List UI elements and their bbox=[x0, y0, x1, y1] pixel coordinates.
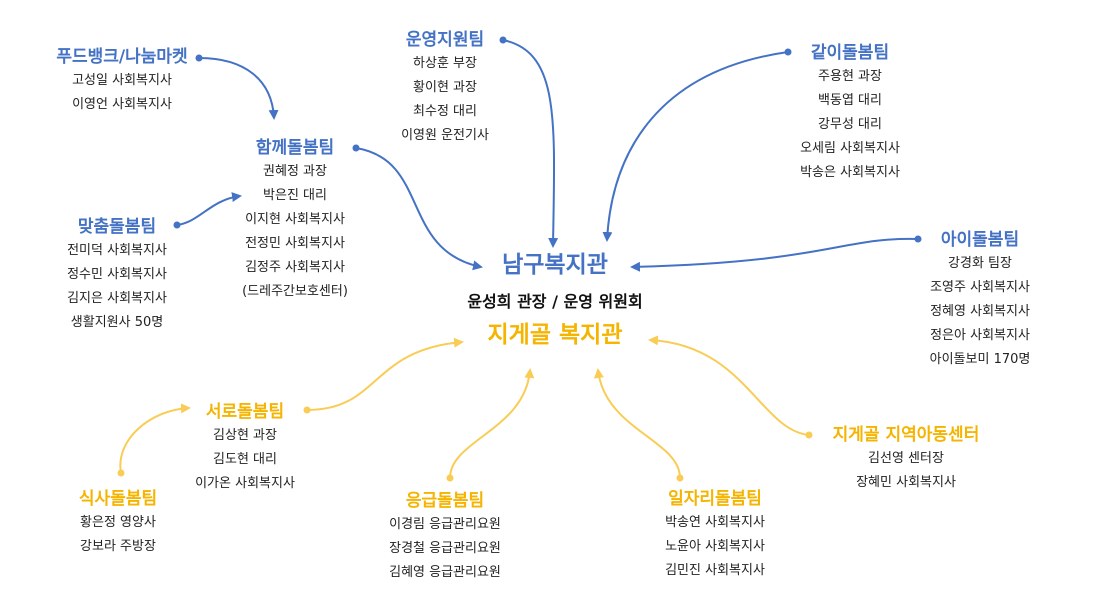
connector-start-dot bbox=[303, 406, 311, 414]
team-custom-care: 맞춤돌봄팀 전미덕 사회복지사 정수민 사회복지사 김지은 사회복지사 생활지원… bbox=[67, 215, 167, 335]
team-member: 최수정 대리 bbox=[413, 104, 477, 119]
team-member: 백동엽 대리 bbox=[818, 93, 882, 108]
team-mutual-care: 서로돌봄팀 김상현 과장 김도현 대리 이가온 사회복지사 bbox=[195, 400, 295, 496]
team-member: 강무성 대리 bbox=[818, 117, 882, 132]
team-together-care: 함께돌봄팀 권혜정 과장 박은진 대리 이지현 사회복지사 전정민 사회복지사 … bbox=[242, 136, 348, 304]
team-member: 김선영 센터장 bbox=[868, 451, 944, 466]
connector-job-care-to-center bbox=[593, 368, 681, 479]
team-member: 주용현 과장 bbox=[818, 69, 882, 84]
center-node: 남구복지관 윤성희 관장 / 운영 위원회 지게골 복지관 bbox=[467, 250, 642, 350]
team-member: 조영주 사회복지사 bbox=[930, 280, 1030, 295]
connector-start-dot bbox=[352, 144, 360, 152]
connector-mutual-care-to-center bbox=[306, 337, 464, 411]
team-member: 노윤아 사회복지사 bbox=[665, 539, 765, 554]
team-member: 장경철 응급관리요원 bbox=[389, 541, 501, 556]
connector-custom-care-to-together-care bbox=[176, 192, 242, 226]
connector-start-dot bbox=[173, 221, 181, 229]
team-title: 서로돌봄팀 bbox=[205, 402, 285, 422]
team-member: 권혜정 과장 bbox=[263, 164, 327, 179]
team-member: 이지현 사회복지사 bbox=[245, 212, 345, 227]
team-member: 강보라 주방장 bbox=[80, 539, 156, 554]
connector-start-dot bbox=[784, 48, 792, 56]
team-member: 아이돌보미 170명 bbox=[929, 352, 1031, 367]
connector-start-dot bbox=[676, 474, 684, 482]
team-member: 장혜민 사회복지사 bbox=[856, 475, 956, 490]
team-member: 하상훈 부장 bbox=[413, 56, 477, 71]
team-member: 박송연 사회복지사 bbox=[665, 515, 765, 530]
team-member: 정혜영 사회복지사 bbox=[930, 304, 1030, 319]
connector-meal-care-to-mutual-care bbox=[119, 403, 191, 474]
team-member: 정수민 사회복지사 bbox=[67, 267, 167, 282]
center-name: 남구복지관 bbox=[502, 252, 608, 278]
team-member: 고성일 사회복지사 bbox=[72, 73, 172, 88]
team-child-care: 아이돌봄팀 강경화 팀장 조영주 사회복지사 정혜영 사회복지사 정은아 사회복… bbox=[930, 228, 1031, 372]
team-member: 정은아 사회복지사 bbox=[930, 328, 1030, 343]
team-children-center: 지게골 지역아동센터 김선영 센터장 장혜민 사회복지사 bbox=[833, 423, 980, 495]
team-member: 황이현 과장 bbox=[413, 80, 477, 95]
team-member: 김상현 과장 bbox=[213, 428, 277, 443]
connector-food-bank-to-together-care bbox=[198, 57, 279, 120]
team-member: 이영원 운전기사 bbox=[401, 128, 489, 143]
connector-emergency-care-to-center bbox=[449, 368, 535, 479]
center-alt-name: 지게골 복지관 bbox=[487, 322, 623, 348]
team-member: 김도현 대리 bbox=[213, 452, 277, 467]
connector-operations-to-center bbox=[502, 39, 559, 248]
team-title: 맞춤돌봄팀 bbox=[77, 217, 157, 237]
team-food-bank: 푸드뱅크/나눔마켓 고성일 사회복지사 이영언 사회복지사 bbox=[56, 45, 187, 117]
team-member: 이경림 응급관리요원 bbox=[389, 517, 501, 532]
team-title: 같이돌봄팀 bbox=[810, 43, 890, 63]
team-title: 푸드뱅크/나눔마켓 bbox=[56, 47, 188, 67]
team-title: 함께돌봄팀 bbox=[255, 138, 335, 158]
team-member: 이영언 사회복지사 bbox=[72, 97, 172, 112]
team-member: 전미덕 사회복지사 bbox=[67, 243, 167, 258]
team-member: 김정주 사회복지사 bbox=[245, 260, 345, 275]
team-together-care-blue: 같이돌봄팀 주용현 과장 백동엽 대리 강무성 대리 오세림 사회복지사 박송은… bbox=[800, 41, 900, 185]
team-title: 아이돌봄팀 bbox=[940, 230, 1020, 250]
team-member: 강경화 팀장 bbox=[948, 256, 1012, 271]
team-emergency-care: 응급돌봄팀 이경림 응급관리요원 장경철 응급관리요원 김혜영 응급관리요원 bbox=[389, 489, 501, 585]
connector-start-dot bbox=[805, 431, 813, 439]
team-member: 이가온 사회복지사 bbox=[195, 476, 295, 491]
team-member: 김혜영 응급관리요원 bbox=[389, 565, 501, 580]
team-title: 지게골 지역아동센터 bbox=[832, 425, 980, 445]
team-member: 김민진 사회복지사 bbox=[665, 563, 765, 578]
team-job-care: 일자리돌봄팀 박송연 사회복지사 노윤아 사회복지사 김민진 사회복지사 bbox=[665, 487, 765, 583]
connector-start-dot bbox=[117, 469, 125, 477]
team-member: 박은진 대리 bbox=[263, 188, 327, 203]
team-title: 운영지원팀 bbox=[405, 30, 485, 50]
connector-together-care-blue-to-center bbox=[602, 51, 789, 242]
team-member: 생활지원사 50명 bbox=[70, 315, 164, 330]
team-title: 일자리돌봄팀 bbox=[668, 489, 762, 509]
team-member: (드레주간보호센터) bbox=[242, 284, 348, 299]
connector-child-care-to-center bbox=[630, 237, 919, 272]
team-title: 응급돌봄팀 bbox=[405, 491, 485, 511]
team-member: 박송은 사회복지사 bbox=[800, 165, 900, 180]
connector-start-dot bbox=[446, 474, 454, 482]
connector-start-dot bbox=[499, 36, 507, 44]
team-member: 황은정 영양사 bbox=[80, 515, 156, 530]
connector-start-dot bbox=[195, 54, 203, 62]
center-subtitle: 윤성희 관장 / 운영 위원회 bbox=[467, 292, 643, 311]
team-operations-support: 운영지원팀 하상훈 부장 황이현 과장 최수정 대리 이영원 운전기사 bbox=[401, 28, 489, 148]
connector-children-center-to-center bbox=[648, 335, 810, 436]
team-member: 오세림 사회복지사 bbox=[800, 141, 900, 156]
connector-start-dot bbox=[914, 235, 922, 243]
team-member: 김지은 사회복지사 bbox=[67, 291, 167, 306]
team-title: 식사돌봄팀 bbox=[78, 489, 158, 509]
team-meal-care: 식사돌봄팀 황은정 영양사 강보라 주방장 bbox=[79, 487, 157, 559]
team-member: 전정민 사회복지사 bbox=[245, 236, 345, 251]
connector-together-care-to-center bbox=[355, 147, 483, 271]
